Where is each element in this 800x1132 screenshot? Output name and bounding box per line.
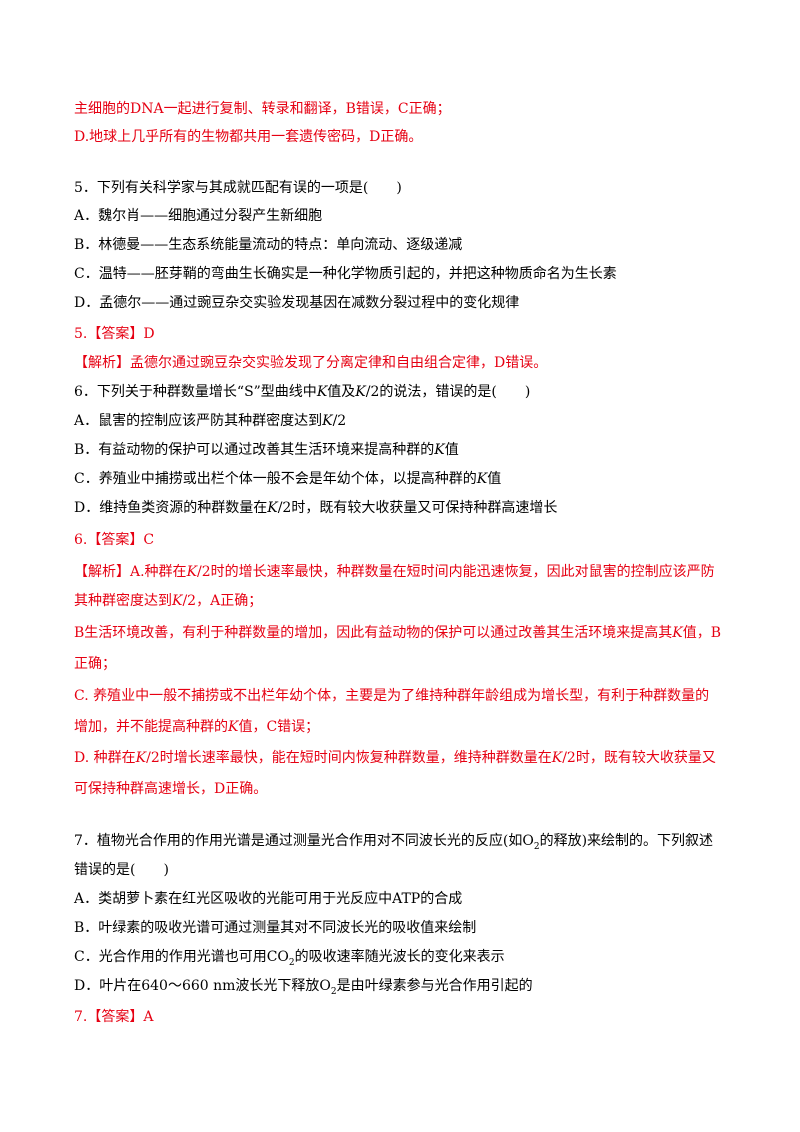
- subscript: 2: [533, 841, 540, 852]
- q6-analysis-line-7: D. 种群在K/2时增长速率最快，能在短时间内恢复种群数量，维持种群数量在K/2…: [74, 748, 716, 768]
- q7-option-c-text: 的吸收速率随光波长的变化来表示: [294, 949, 505, 965]
- q7-stem-text: 的释放)来绘制的。下列叙述: [539, 833, 714, 849]
- q5-analysis: 【解析】孟德尔通过豌豆杂交实验发现了分离定律和自由组合定律，D错误。: [74, 353, 547, 373]
- q7-option-d: D．叶片在640～660 nm波长光下释放O2是由叶绿素参与光合作用引起的: [74, 976, 533, 996]
- q7-option-a: A．类胡萝卜素在红光区吸收的光能可用于光反应中ATP的合成: [74, 891, 463, 907]
- q6-analysis-tag: 【解析】: [74, 564, 130, 580]
- q6-analysis-line-8: 可保持种群高速增长，D正确。: [74, 781, 268, 797]
- q6-analysis-text: D. 种群在: [74, 750, 136, 766]
- q6-analysis-line-6: 增加，并不能提高种群的K值，C错误；: [74, 717, 319, 737]
- q5-answer: 5.【答案】D: [74, 326, 155, 342]
- q6-option-b-text: 值: [444, 442, 459, 458]
- q6-option-c: C．养殖业中捕捞或出栏个体一般不会是年幼个体，以提高种群的K值: [74, 469, 501, 489]
- k-symbol: K: [186, 564, 198, 580]
- q6-analysis-text: /2，A正确；: [182, 593, 263, 609]
- q7-option-c-text: C．光合作用的作用光谱也可用CO: [74, 949, 289, 965]
- k-symbol: K: [434, 442, 445, 458]
- k-symbol: K: [172, 593, 183, 609]
- q5-option-c: C．温特——胚芽鞘的弯曲生长确实是一种化学物质引起的，并把这种物质命名为生长素: [74, 266, 617, 282]
- q6-analysis-line-1: 【解析】A.种群在K/2时的增长速率最快，种群数量在短时间内能迅速恢复，因此对鼠…: [74, 562, 715, 582]
- k-symbol: K: [322, 413, 333, 429]
- q6-analysis-text: B生活环境改善，有利于种群数量的增加，因此有益动物的保护可以通过改善其生活环境来…: [74, 625, 673, 641]
- q6-analysis-text: 其种群密度达到: [74, 593, 172, 609]
- q7-option-d-text: D．叶片在640～660 nm波长光下释放O: [74, 978, 331, 994]
- q6-analysis-text: 增加，并不能提高种群的: [74, 719, 228, 735]
- q7-stem-line-1: 7．植物光合作用的作用光谱是通过测量光合作用对不同波长光的反应(如O2的释放)来…: [74, 831, 713, 851]
- q6-option-c-text: C．养殖业中捕捞或出栏个体一般不会是年幼个体，以提高种群的: [74, 471, 477, 487]
- k-symbol: K: [355, 384, 366, 400]
- k-symbol: K: [551, 750, 563, 766]
- q5-option-a: A．魏尔肖——细胞通过分裂产生新细胞: [74, 208, 323, 224]
- q5-analysis-tag: 【解析】: [74, 355, 130, 371]
- q6-analysis-line-2: 其种群密度达到K/2，A正确；: [74, 591, 262, 611]
- q6-analysis-text: /2时增长速率最快，能在短时间内恢复种群数量，维持种群数量在: [146, 750, 552, 766]
- k-symbol: K: [316, 384, 328, 400]
- subscript: 2: [288, 957, 295, 968]
- q6-option-d-text: /2时，既有较大收获量又可保持种群高速增长: [277, 500, 558, 516]
- q6-option-b-text: B．有益动物的保护可以通过改善其生活环境来提高种群的: [74, 442, 435, 458]
- k-symbol: K: [135, 750, 147, 766]
- q6-stem-text: 值及: [327, 384, 356, 400]
- q5-stem: 5．下列有关科学家与其成就匹配有误的一项是( ): [74, 180, 402, 196]
- prev-analysis-line-1: 主细胞的DNA一起进行复制、转录和翻译，B错误，C正确；: [74, 101, 451, 117]
- q5-analysis-text: 孟德尔通过豌豆杂交实验发现了分离定律和自由组合定律，D错误。: [130, 355, 548, 371]
- q6-option-c-text: 值: [487, 471, 502, 487]
- q7-stem-line-2: 错误的是( ): [74, 862, 169, 878]
- q6-option-a: A．鼠害的控制应该严防其种群密度达到K/2: [74, 411, 346, 431]
- q6-stem: 6．下列关于种群数量增长“S”型曲线中K值及K/2的说法，错误的是( ): [74, 382, 530, 402]
- prev-analysis-line-2: D.地球上几乎所有的生物都共用一套遗传密码，D正确。: [74, 129, 423, 145]
- q6-option-d: D．维持鱼类资源的种群数量在K/2时，既有较大收获量又可保持种群高速增长: [74, 498, 557, 518]
- q5-option-d: D．孟德尔——通过豌豆杂交实验发现基因在减数分裂过程中的变化规律: [74, 295, 520, 311]
- q6-option-a-text: /2: [332, 413, 347, 429]
- k-symbol: K: [228, 719, 239, 735]
- q7-option-c: C．光合作用的作用光谱也可用CO2的吸收速率随光波长的变化来表示: [74, 947, 505, 967]
- q7-option-b: B．叶绿素的吸收光谱可通过测量其对不同波长光的吸收值来绘制: [74, 920, 477, 936]
- q6-analysis-text: /2时，既有较大收获量又: [562, 750, 716, 766]
- q7-stem-text: 7．植物光合作用的作用光谱是通过测量光合作用对不同波长光的反应(如O: [74, 833, 534, 849]
- q6-analysis-line-4: 正确；: [74, 656, 116, 672]
- q6-option-b: B．有益动物的保护可以通过改善其生活环境来提高种群的K值: [74, 440, 459, 460]
- q6-analysis-text: /2时的增长速率最快，种群数量在短时间内能迅速恢复，因此对鼠害的控制应该严防: [197, 564, 715, 580]
- q6-stem-text: /2的说法，错误的是( ): [365, 384, 531, 400]
- q6-analysis-line-5: C. 养殖业中一般不捕捞或不出栏年幼个体，主要是为了维持种群年龄组成为增长型，有…: [74, 688, 710, 704]
- k-symbol: K: [267, 500, 278, 516]
- q6-analysis-line-3: B生活环境改善，有利于种群数量的增加，因此有益动物的保护可以通过改善其生活环境来…: [74, 623, 721, 643]
- q6-option-d-text: D．维持鱼类资源的种群数量在: [74, 500, 268, 516]
- q6-answer: 6.【答案】C: [74, 532, 155, 548]
- k-symbol: K: [476, 471, 488, 487]
- q7-answer: 7.【答案】A: [74, 1009, 154, 1025]
- k-symbol: K: [672, 625, 683, 641]
- q6-analysis-text: 值，B: [682, 625, 722, 641]
- q5-option-b: B．林德曼——生态系统能量流动的特点：单向流动、逐级递减: [74, 237, 463, 253]
- q7-option-d-text: 是由叶绿素参与光合作用引起的: [336, 978, 533, 994]
- subscript: 2: [330, 986, 337, 997]
- q6-analysis-text: 值，C错误；: [238, 719, 320, 735]
- q6-option-a-text: A．鼠害的控制应该严防其种群密度达到: [74, 413, 323, 429]
- q6-stem-text: 6．下列关于种群数量增长“S”型曲线中: [74, 384, 317, 400]
- q6-analysis-text: A.种群在: [130, 564, 187, 580]
